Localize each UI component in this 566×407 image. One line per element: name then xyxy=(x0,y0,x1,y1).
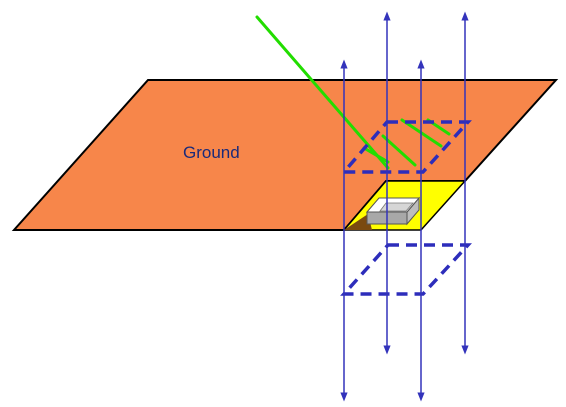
green-ray-main xyxy=(255,15,390,170)
ground-plane xyxy=(11,79,559,231)
lower-dashed-plane xyxy=(340,243,472,296)
ground-label: Ground xyxy=(183,143,240,162)
vertical-arrows xyxy=(340,11,469,402)
pit-shadow xyxy=(344,214,372,230)
